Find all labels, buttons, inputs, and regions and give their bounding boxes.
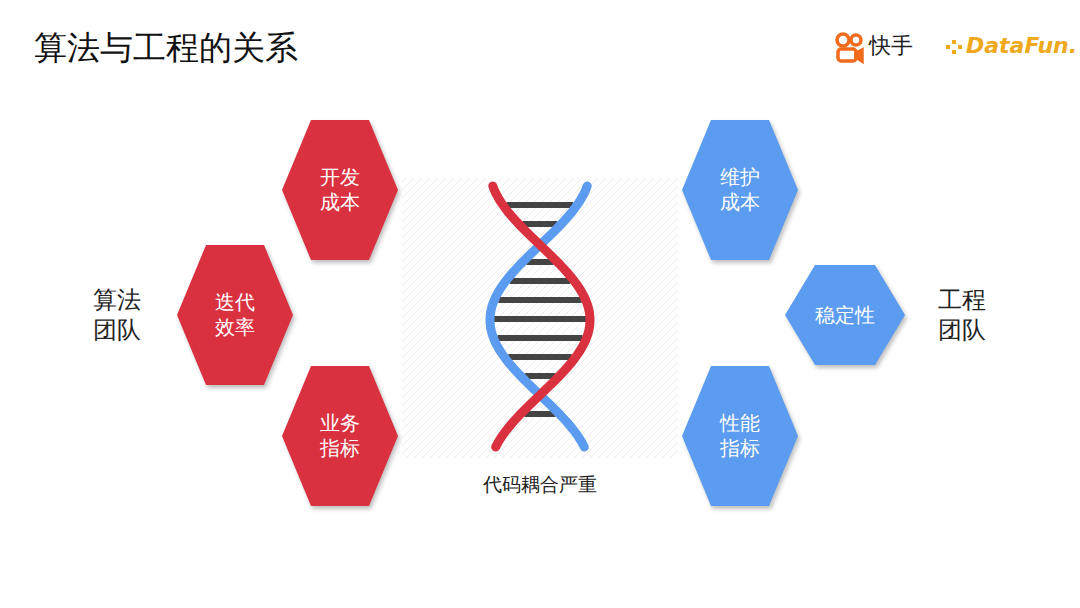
slide-title: 算法与工程的关系	[34, 26, 298, 71]
team-label: 算法 团队	[91, 285, 144, 345]
dna-rung	[525, 373, 556, 379]
hexagon-fill	[785, 265, 905, 365]
hexagon-fill	[177, 245, 293, 385]
dna-rung	[498, 297, 581, 303]
dna-rungs	[494, 205, 586, 414]
hexagon-text-holder: 业务 指标	[282, 366, 398, 506]
dna-background	[402, 178, 678, 458]
hexagon-node: 维护 成本	[682, 120, 798, 260]
dna-rung	[510, 278, 570, 284]
caption-label: 代码耦合严重	[483, 473, 597, 497]
hexagon-text-holder: 稳定性	[785, 265, 905, 365]
hexagon-node: 业务 指标	[282, 366, 398, 506]
team-label: 工程 团队	[936, 285, 989, 345]
hexagon-fill	[682, 366, 798, 506]
node-text: 开发 成本	[318, 165, 362, 215]
datafun-logo-icon	[946, 40, 962, 54]
node-text: 稳定性	[815, 303, 875, 328]
hexagon-text-holder: 维护 成本	[682, 120, 798, 260]
dna-rung	[523, 221, 558, 227]
dna-rung	[498, 335, 583, 341]
hexagon-node: 性能 指标	[682, 366, 798, 506]
dna-rung	[494, 316, 586, 322]
hexagon-text-holder: 开发 成本	[282, 120, 398, 260]
brand-name: 快手	[869, 32, 913, 60]
hexagon-text-holder: 性能 指标	[682, 366, 798, 506]
node-text: 迭代 效率	[213, 290, 257, 340]
hexagon-fill	[682, 120, 798, 260]
dna-strand-blue	[490, 186, 587, 447]
dna-rung	[508, 354, 571, 360]
hexagon-node: 迭代 效率	[177, 245, 293, 385]
dna-strand-red	[493, 186, 590, 447]
dna-rung	[507, 202, 573, 208]
hexagon-node: 开发 成本	[282, 120, 398, 260]
hexagon-fill	[282, 120, 398, 260]
node-text: 性能 指标	[718, 411, 762, 461]
brand-name: DataFun.	[966, 32, 1077, 60]
node-text: 维护 成本	[718, 165, 762, 215]
node-text: 业务 指标	[318, 411, 362, 461]
kuaishou-logo-icon	[837, 34, 862, 61]
hexagon-node: 稳定性	[785, 265, 905, 365]
hexagon-text-holder: 迭代 效率	[177, 245, 293, 385]
dna-rung	[525, 411, 556, 417]
hexagon-fill	[282, 366, 398, 506]
